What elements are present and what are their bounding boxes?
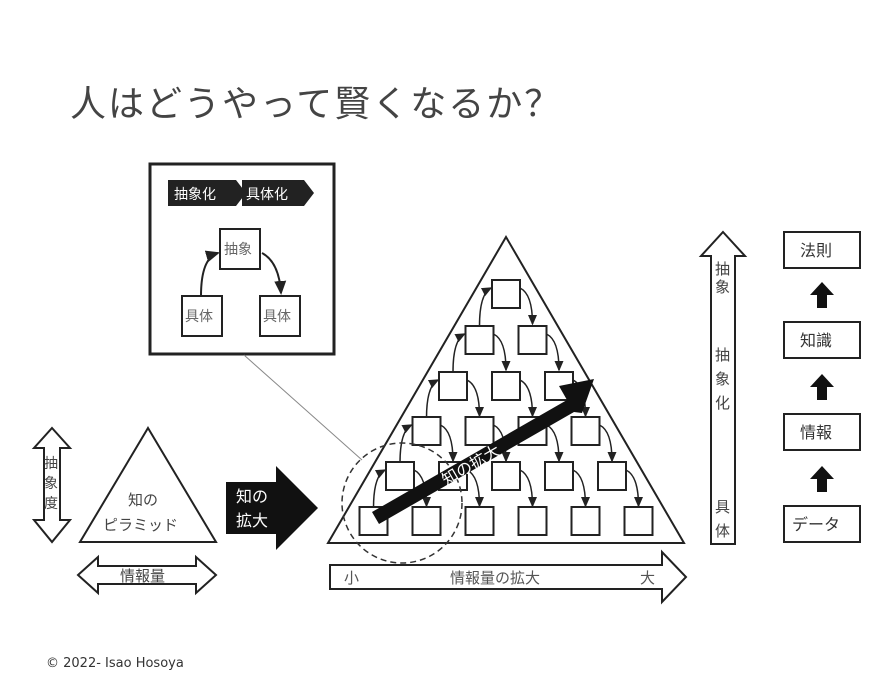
small-pyramid-label: 知の xyxy=(128,491,158,509)
svg-text:情報量: 情報量 xyxy=(120,567,165,585)
concretize-arrow xyxy=(572,469,590,508)
abstract-arrow xyxy=(399,424,413,464)
svg-text:度: 度 xyxy=(44,496,58,512)
concretization-tag xyxy=(242,180,314,206)
svg-text:抽: 抽 xyxy=(715,260,730,278)
concretize-arrow xyxy=(519,379,537,418)
svg-text:小: 小 xyxy=(344,569,359,587)
svg-text:体: 体 xyxy=(715,522,730,540)
knowledge-box xyxy=(411,416,442,446)
zoom-connector-line xyxy=(243,354,363,461)
information-expansion-arrow xyxy=(329,549,688,605)
svg-text:拡大: 拡大 xyxy=(236,511,268,530)
page-title: 人はどうやって賢くなるか？ xyxy=(70,84,563,125)
svg-text:具: 具 xyxy=(715,498,730,516)
knowledge-box xyxy=(517,325,548,355)
svg-text:象: 象 xyxy=(715,370,730,388)
knowledge-box xyxy=(464,506,495,536)
big-pyramid xyxy=(326,235,686,544)
abstraction-tag xyxy=(168,180,246,206)
copyright: © 2022- Isao Hosoya xyxy=(46,656,184,671)
inset-box: 抽象化 具体化 抽象 具体 具体 xyxy=(148,162,336,356)
abstract-box-label: 抽象 xyxy=(224,242,252,258)
dikw-hierarchy: 法則 知識 情報 データ xyxy=(783,231,861,543)
concretize-arrow xyxy=(413,469,431,508)
concretize-arrow xyxy=(440,424,458,463)
knowledge-box xyxy=(544,461,574,491)
information-amount-arrow xyxy=(76,554,218,596)
knowledge-box xyxy=(464,325,495,355)
concretize-arrow xyxy=(546,333,564,372)
knowledge-box xyxy=(491,279,521,309)
svg-text:象: 象 xyxy=(715,278,730,296)
knowledge-box xyxy=(385,461,415,491)
svg-text:知の: 知の xyxy=(236,487,268,506)
knowledge-box xyxy=(517,506,548,536)
knowledge-box xyxy=(464,416,495,446)
small-pyramid-label: ピラミッド xyxy=(103,516,178,534)
abstract-arrow xyxy=(478,287,493,327)
hierarchy-law: 法則 xyxy=(800,241,832,260)
knowledge-box xyxy=(438,371,468,401)
svg-text:化: 化 xyxy=(715,394,730,412)
concretize-arrow xyxy=(625,469,643,508)
concrete-box-label-left: 具体 xyxy=(185,309,213,325)
small-pyramid: 知の ピラミッド 抽 象 度 情報量 xyxy=(31,426,218,596)
concretize-arrow xyxy=(493,333,511,372)
knowledge-box xyxy=(623,506,654,536)
hierarchy-information: 情報 xyxy=(800,423,832,442)
hierarchy-knowledge: 知識 xyxy=(800,331,832,350)
concretize-arrow xyxy=(519,469,537,508)
up-arrow-icon xyxy=(810,282,834,308)
knowledge-box xyxy=(597,461,627,491)
abstract-arrow xyxy=(425,379,440,419)
abstraction-axis-arrow xyxy=(698,230,748,545)
knowledge-expansion-arrow xyxy=(226,466,318,550)
abstraction-degree-arrow xyxy=(31,426,73,544)
zoom-circle xyxy=(341,442,463,564)
up-arrow-icon xyxy=(810,466,834,492)
knowledge-box xyxy=(491,371,521,401)
concretize-arrow xyxy=(466,379,484,418)
concretize-arrow xyxy=(599,424,617,463)
knowledge-box xyxy=(570,416,601,446)
concretization-tag-label: 具体化 xyxy=(246,187,288,203)
knowledge-box xyxy=(570,506,601,536)
up-arrow-icon xyxy=(810,374,834,400)
knowledge-box xyxy=(411,506,442,536)
svg-text:情報量の拡大: 情報量の拡大 xyxy=(450,569,540,587)
concretize-arrow xyxy=(519,287,537,326)
abstraction-tag-label: 抽象化 xyxy=(174,187,216,203)
knowledge-box xyxy=(491,461,521,491)
svg-text:象: 象 xyxy=(44,476,58,492)
hierarchy-data: データ xyxy=(792,515,840,534)
abstract-arrow xyxy=(372,469,387,509)
svg-text:大: 大 xyxy=(640,569,655,587)
svg-text:抽: 抽 xyxy=(44,456,58,472)
abstract-arrow xyxy=(452,333,466,373)
concrete-box-label-right: 具体 xyxy=(263,309,291,325)
svg-text:抽: 抽 xyxy=(715,346,730,364)
